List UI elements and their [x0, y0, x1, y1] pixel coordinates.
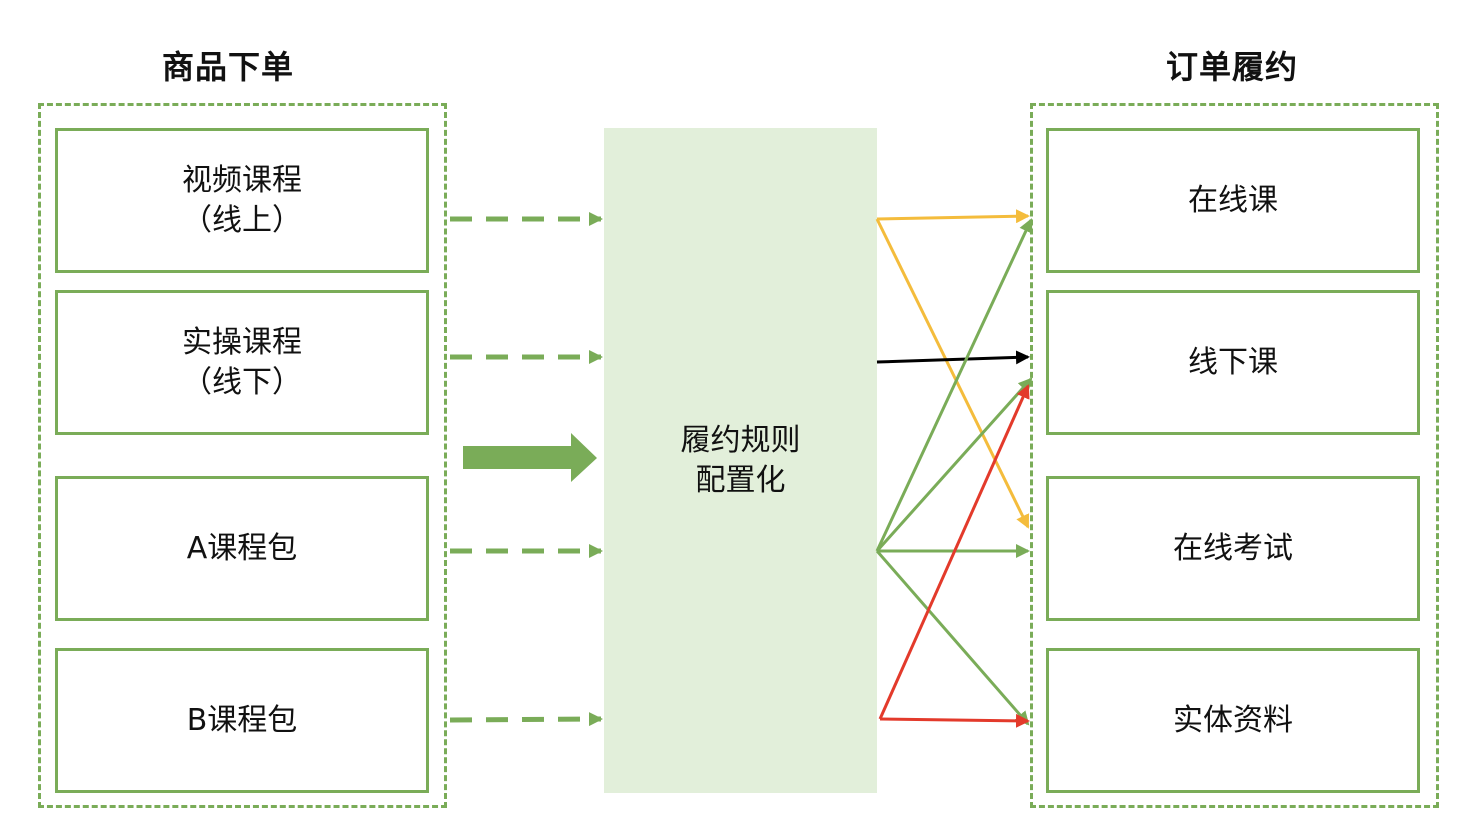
center-label-line2: 配置化 [695, 462, 786, 498]
product-practical-course: 实操课程 （线下） [55, 290, 429, 435]
fulfillment-label: 线下课 [1188, 344, 1278, 380]
left-panel-title: 商品下单 [161, 48, 294, 86]
product-course-package-a: A课程包 [55, 476, 429, 621]
product-label: B课程包 [186, 702, 298, 738]
left-panel-group [38, 103, 447, 808]
fulfillment-offline-course: 线下课 [1046, 290, 1420, 435]
edge-package-a-to-online-course [875, 218, 1033, 552]
edge-package-a-to-offline-course [875, 377, 1033, 553]
dashed-arrow-package-b [449, 712, 603, 727]
edge-video-to-online-course [876, 209, 1030, 224]
product-label: 视频课程 [182, 162, 302, 198]
edge-package-b-to-physical-materials [879, 713, 1030, 728]
fulfillment-label: 在线考试 [1173, 530, 1293, 566]
product-sublabel: （线下） [182, 364, 302, 400]
product-label: A课程包 [186, 530, 298, 566]
edge-video-to-online-exam [875, 218, 1030, 529]
right-panel-group [1030, 103, 1439, 808]
fulfillment-online-course: 在线课 [1046, 128, 1420, 273]
right-panel-title: 订单履约 [1165, 48, 1298, 86]
block-arrow [463, 433, 597, 482]
fulfillment-label: 实体资料 [1173, 702, 1293, 738]
fulfillment-label: 在线课 [1188, 182, 1278, 218]
fulfillment-physical-materials: 实体资料 [1046, 648, 1420, 793]
product-video-course: 视频课程 （线上） [55, 128, 429, 273]
fulfillment-rules-config: 履约规则 配置化 [604, 128, 877, 793]
center-label-line1: 履约规则 [680, 422, 801, 458]
fulfillment-online-exam: 在线考试 [1046, 476, 1420, 621]
edge-practical-to-offline-course [876, 350, 1030, 365]
product-sublabel: （线上） [182, 202, 302, 238]
edge-package-b-to-offline-course [878, 384, 1030, 720]
edge-package-a-to-physical-materials [875, 550, 1030, 726]
product-course-package-b: B课程包 [55, 648, 429, 793]
product-label: 实操课程 [182, 324, 302, 360]
